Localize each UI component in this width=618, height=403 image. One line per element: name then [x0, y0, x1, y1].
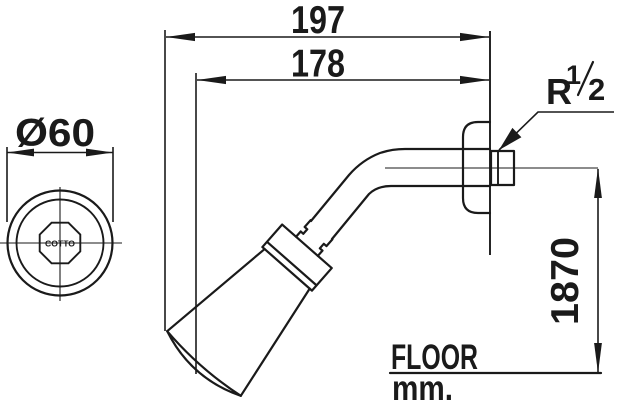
arrowhead-1870-bottom [594, 343, 602, 373]
dimension-label-1870: 1870 [544, 237, 587, 325]
dimension-diameter-60: Ø60 [6, 112, 114, 222]
arrowhead-1870-top [594, 168, 602, 198]
dimension-label-178: 178 [291, 43, 345, 86]
dimension-label-197: 197 [291, 0, 345, 42]
arrowhead-197-right [460, 32, 489, 42]
head-face-lens [166, 330, 242, 397]
thread-callout: R 1 2 [498, 60, 614, 151]
shower-arm-pipe [309, 147, 492, 241]
dimension-197: 197 [164, 0, 489, 331]
arrowhead-178-right [460, 75, 489, 85]
unit-label: mm. [392, 369, 453, 403]
floor-datum: FLOOR mm. [388, 338, 603, 403]
brand-boss-octagon [38, 221, 82, 265]
thread-fraction-denominator: 2 [588, 72, 605, 107]
arrowhead-197-left [166, 32, 195, 42]
leader-arrowhead [499, 127, 522, 150]
arrowhead-d60-right [86, 148, 113, 157]
dimension-178: 178 [195, 43, 489, 374]
dimension-label-diameter: Ø60 [15, 112, 95, 155]
arrowhead-178-left [197, 75, 226, 85]
side-view [166, 31, 598, 397]
dimension-1870: 1870 [544, 168, 602, 373]
floor-label: FLOOR [391, 338, 478, 377]
thread-nut [489, 149, 516, 187]
front-view: COTTO [0, 187, 122, 301]
shower-head [166, 219, 334, 397]
thread-label-r: R [546, 71, 572, 112]
thread-fraction-numerator: 1 [566, 60, 581, 90]
arrowhead-d60-left [7, 148, 34, 157]
head-collar-ring [261, 223, 333, 292]
brand-label: COTTO [45, 239, 75, 249]
leader-line [498, 111, 614, 151]
head-stem-with-groove [294, 219, 334, 257]
fraction-slash [576, 60, 595, 97]
head-cone-body [166, 247, 311, 397]
